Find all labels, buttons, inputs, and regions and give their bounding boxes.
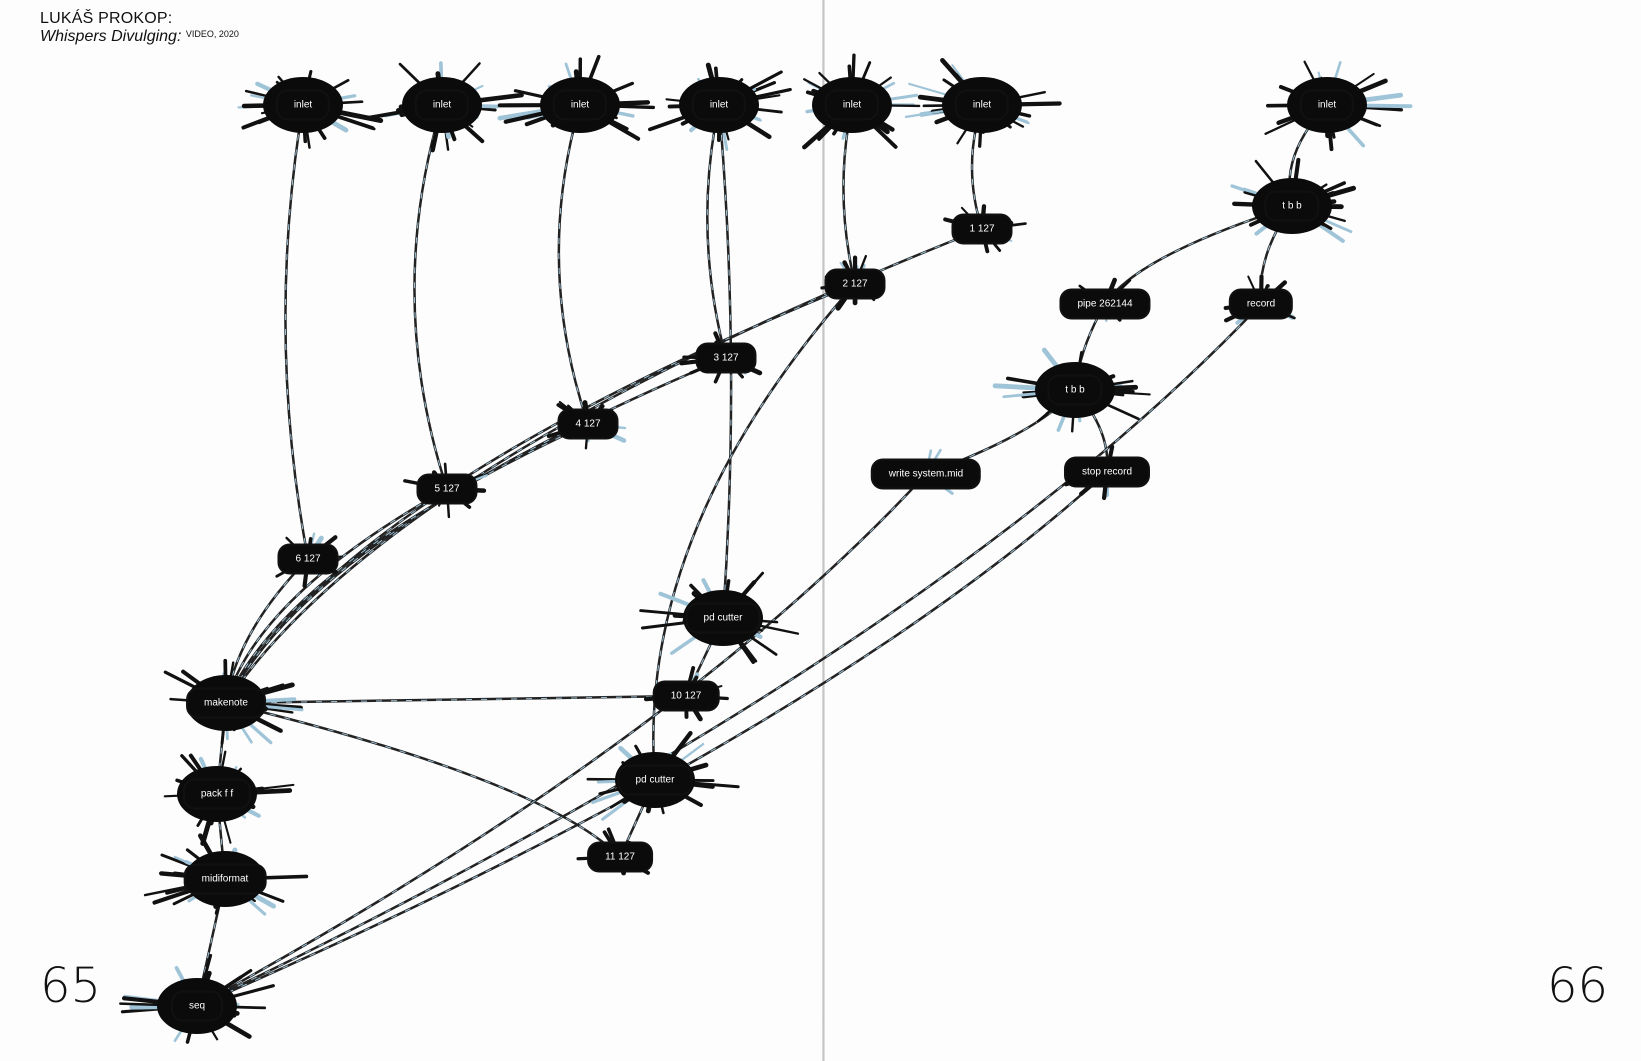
patch-object-mk: makenote [188,689,264,717]
patch-object-tbb2: t b b [1049,376,1101,404]
patch-cord [225,423,589,704]
patch-object-n1: 1 127 [953,215,1011,243]
patch-object-n11: 11 127 [589,843,651,871]
patch-cord [196,471,1108,1007]
patch-object-seq: seq [172,992,222,1020]
patch-cord [224,227,983,704]
patch-cord [225,283,856,704]
patch-object-midi: midiformat [185,865,265,893]
patch-object-in3: inlet [554,91,606,119]
patch-object-write: write system.mid [872,460,980,488]
patch-object-rec: record [1230,290,1292,318]
patch-cord [1074,303,1106,391]
patch-object-in6: inlet [956,91,1008,119]
patch-object-in4: inlet [693,91,745,119]
patch-object-tbb1: t b b [1266,192,1318,220]
patch-cord [225,488,448,704]
patch-cord [1074,389,1108,473]
patch-cord [196,473,927,1007]
patch-cord [652,283,856,781]
patch-cord [414,104,448,490]
left-page [0,0,822,1061]
page-number-left: 65 [40,958,102,1014]
artwork-medium: VIDEO, 2020 [185,29,239,39]
spine-gutter [822,0,825,1061]
patch-cord [225,702,621,858]
patch-cord [971,104,983,230]
patch-object-n6: 6 127 [279,545,337,573]
patch-object-stop: stop record [1065,458,1149,486]
patch-cord [225,228,983,704]
patch-object-in5: inlet [826,91,878,119]
patch-object-pd1: pd cutter [687,604,759,632]
artist-name: LUKÁŠ PROKOP: [40,10,173,27]
patch-object-in1: inlet [277,91,329,119]
patch-cord [284,104,309,560]
patch-object-pack: pack f f [184,780,250,808]
article-header: LUKÁŠ PROKOP: Whispers Divulging: VIDEO,… [40,10,239,46]
patch-cord [196,878,226,1007]
patch-cord [225,357,727,704]
artwork-title: Whispers Divulging: [40,28,182,45]
page-number-right: 66 [1547,958,1609,1014]
patch-object-in7: inlet [1301,91,1353,119]
patch-cord [1288,104,1328,207]
patch-object-n5: 5 127 [418,475,476,503]
patch-object-n4: 4 127 [559,410,617,438]
patch-cord [284,104,310,560]
patch-object-pd2: pd cutter [619,766,691,794]
patch-object-pipe: pipe 262144 [1061,290,1149,318]
patch-object-n2: 2 127 [826,270,884,298]
patch-cord [706,104,727,359]
patch-cord [225,695,687,704]
patch-cord [842,104,856,285]
right-page [825,0,1641,1061]
patch-object-n10: 10 127 [654,682,718,710]
patch-cord [196,303,1262,1007]
patch-cord [413,104,449,490]
patch-cord [224,282,856,704]
patch-object-in2: inlet [416,91,468,119]
patch-cord [224,356,727,704]
patch-object-n3: 3 127 [697,344,755,372]
patch-cord [216,702,227,795]
patch-cord [557,104,590,425]
